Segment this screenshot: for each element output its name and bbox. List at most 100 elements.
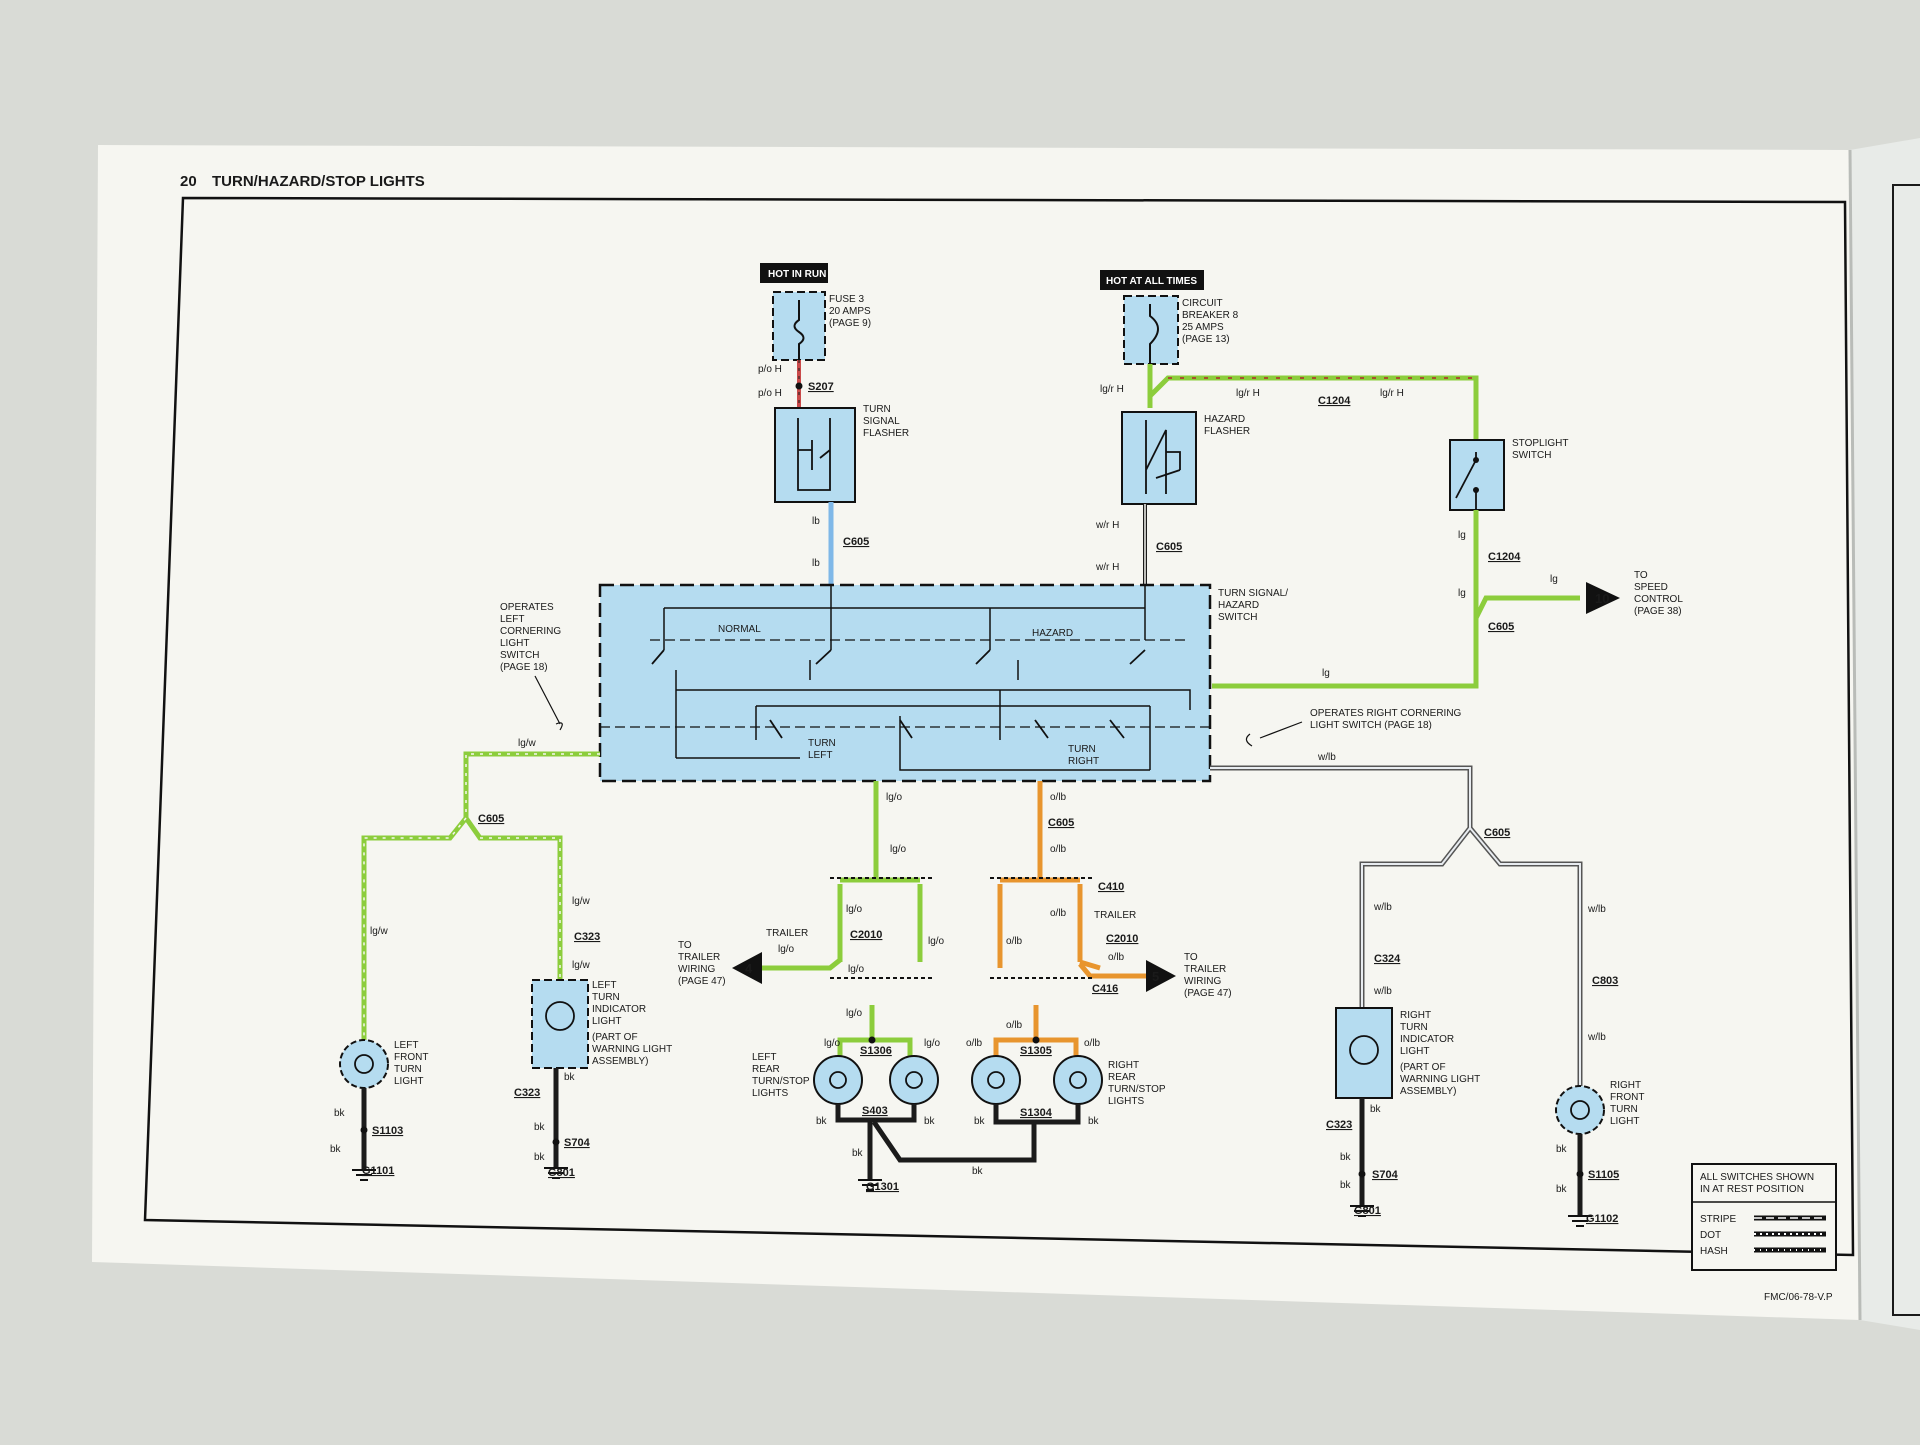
trailer-left-branch <box>760 958 842 971</box>
right-rear-label-4: LIGHTS <box>1108 1096 1144 1107</box>
wire-olb-label-6: o/lb <box>1006 1020 1023 1031</box>
wire-olb-label-1: o/lb <box>1050 792 1067 803</box>
g801-right-label: G801 <box>1354 1205 1381 1217</box>
left-ind-label-2: TURN <box>592 992 620 1003</box>
bk-label-li-2: bk <box>534 1122 546 1133</box>
breaker-label-1: CIRCUIT <box>1182 298 1223 309</box>
trailer-left-3: WIRING <box>678 964 715 975</box>
wire-lgo-label-4: lg/o <box>928 936 945 947</box>
bk-label-lf-2: bk <box>330 1144 342 1155</box>
c605-top-left-label: C605 <box>843 536 869 548</box>
hot-at-all-times-label: HOT AT ALL TIMES <box>1106 276 1197 287</box>
rear-lgo-label-a: lg/o <box>824 1038 841 1049</box>
left-turn-indicator-light <box>531 979 589 1069</box>
switch-contacts <box>651 649 1146 739</box>
legend-item-dot: DOT <box>1700 1230 1721 1241</box>
left-corner-leader <box>534 675 563 731</box>
c2010-right-label: C2010 <box>1106 933 1138 945</box>
wire-lgw-stripe <box>363 753 600 1040</box>
speed-label-2: SPEED <box>1634 582 1668 593</box>
s704-left-dot <box>552 1138 560 1146</box>
wire-lgr-label-1: lg/r H <box>1100 384 1124 395</box>
wire-lgw-label-1: lg/w <box>518 738 537 749</box>
s1105-dot <box>1576 1170 1584 1178</box>
right-ind-label-4: LIGHT <box>1400 1046 1429 1057</box>
switch-label-2: HAZARD <box>1218 600 1259 611</box>
wire-lgo-label-3: lg/o <box>846 904 863 915</box>
wire-olb-label-2: o/lb <box>1050 844 1067 855</box>
bk-label-rf-1: bk <box>1556 1144 1568 1155</box>
g801-left-label: G801 <box>548 1167 575 1179</box>
fuse-3-label-3: (PAGE 9) <box>829 318 871 329</box>
trailer-left-4: (PAGE 47) <box>678 976 726 987</box>
switch-turn-right-label-2: RIGHT <box>1068 756 1099 767</box>
c410-c416-bars <box>830 877 1094 979</box>
fuse-3-label-2: 20 AMPS <box>829 306 871 317</box>
c605-left-label: C605 <box>478 813 504 825</box>
trailer-left-2: TRAILER <box>678 952 720 963</box>
wire-bk-rear <box>835 1104 1081 1180</box>
speed-label-1: TO <box>1634 570 1648 581</box>
switch-normal-label: NORMAL <box>718 624 761 635</box>
wire-lgo-label-2: lg/o <box>890 844 907 855</box>
hazard-flasher <box>1121 411 1197 505</box>
left-corner-note-6: (PAGE 18) <box>500 662 548 673</box>
trailer-left-arrow <box>732 952 762 984</box>
bk-label-r5: bk <box>852 1148 864 1159</box>
s1105-label: S1105 <box>1588 1169 1619 1181</box>
hazard-flasher-contacts <box>1145 420 1181 494</box>
left-ind-label-5: (PART OF <box>592 1032 638 1043</box>
wire-olb <box>997 781 1101 1040</box>
right-front-label-2: FRONT <box>1610 1092 1644 1103</box>
wire-olb-label-4: o/lb <box>1006 936 1023 947</box>
bk-label-lf-1: bk <box>334 1108 346 1119</box>
s1306-label: S1306 <box>860 1045 892 1057</box>
rear-lgo-label-b: lg/o <box>924 1038 941 1049</box>
left-rear-label-1: LEFT <box>752 1052 776 1063</box>
right-rear-label-2: REAR <box>1108 1072 1136 1083</box>
left-ind-label-7: ASSEMBLY) <box>592 1056 649 1067</box>
right-ind-label-1: RIGHT <box>1400 1010 1431 1021</box>
wire-lg-label-2: lg <box>1458 588 1466 599</box>
right-corner-note-1: OPERATES RIGHT CORNERING <box>1310 708 1462 719</box>
left-corner-note-3: CORNERING <box>500 626 561 637</box>
wire-lgw-label-2: lg/w <box>370 926 389 937</box>
bk-label-r6: bk <box>972 1166 984 1177</box>
page-title: TURN/HAZARD/STOP LIGHTS <box>212 173 425 190</box>
wire-lg <box>1212 510 1580 689</box>
wire-lg-label-3: lg <box>1550 574 1558 585</box>
s1305-label: S1305 <box>1020 1045 1052 1057</box>
stoplight-switch-contact <box>1473 487 1479 493</box>
trailer-left-num: 4 <box>745 961 753 976</box>
right-front-turn-light <box>1555 1085 1605 1135</box>
rr2-filament <box>1069 1071 1087 1089</box>
switch-internal-bus <box>663 585 1191 771</box>
left-ind-filament <box>545 1001 575 1031</box>
left-rear-label-4: LIGHTS <box>752 1088 788 1099</box>
wire-wlb-inner <box>1210 767 1581 1086</box>
wire-lgo <box>837 781 923 1040</box>
bk-label-r1: bk <box>816 1116 828 1127</box>
bk-label-li-1: bk <box>564 1072 576 1083</box>
right-ind-filament <box>1349 1035 1379 1065</box>
speed-label-4: (PAGE 38) <box>1634 606 1682 617</box>
s1103-dot <box>360 1126 368 1134</box>
wire-olb-label-3: o/lb <box>1050 908 1067 919</box>
s1306-dot <box>868 1036 876 1044</box>
legend-title-1: ALL SWITCHES SHOWN <box>1700 1172 1814 1183</box>
hot-in-run-tag <box>760 263 828 283</box>
left-corner-note-2: LEFT <box>500 614 524 625</box>
wire-lg-label-1: lg <box>1458 530 1466 541</box>
trailer-right-3: WIRING <box>1184 976 1221 987</box>
right-front-label-4: LIGHT <box>1610 1116 1639 1127</box>
hot-in-run-label: HOT IN RUN <box>768 269 826 280</box>
stoplight-label-2: SWITCH <box>1512 450 1551 461</box>
right-rear-lamp-2 <box>1053 1055 1103 1105</box>
wire-lb-label-1: lb <box>812 516 820 527</box>
wire-lgo-label-5: lg/o <box>778 944 795 955</box>
wire-wlb-label-2: w/lb <box>1373 902 1392 913</box>
next-page-border <box>1892 184 1920 1316</box>
bk-label-ri-1: bk <box>1370 1104 1382 1115</box>
c416-label: C416 <box>1092 983 1118 995</box>
